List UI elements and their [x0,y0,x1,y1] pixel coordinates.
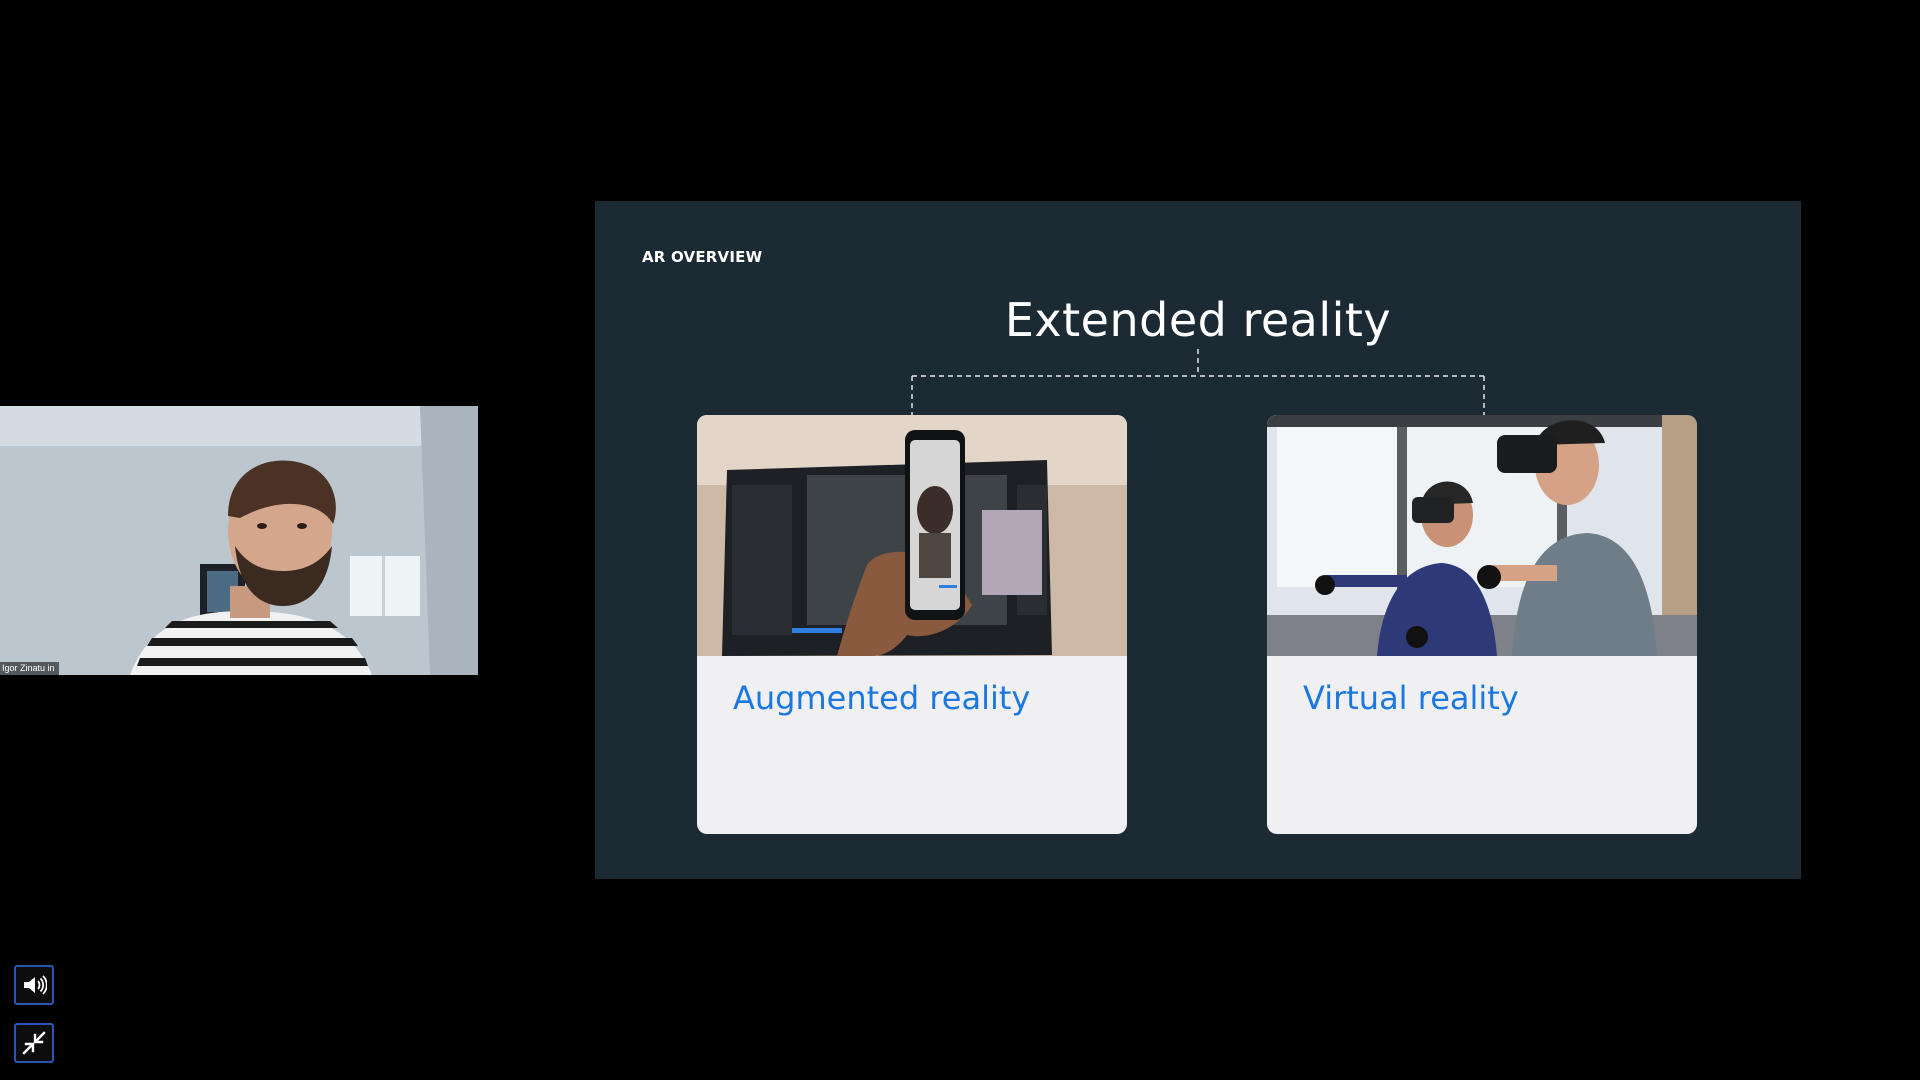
speaker-name-label: Igor Zinatu in [0,662,59,675]
augmented-reality-card: Augmented reality [697,415,1127,834]
augmented-reality-photo [697,415,1127,656]
virtual-reality-card: Virtual reality [1267,415,1697,834]
exit-fullscreen-button[interactable] [14,1023,54,1063]
speaker-volume-icon [24,975,47,995]
augmented-reality-label: Augmented reality [733,679,1031,717]
virtual-reality-label: Virtual reality [1303,679,1519,717]
speaker-video-tile[interactable]: Igor Zinatu in [0,406,478,675]
audio-toggle-button[interactable] [14,965,54,1005]
presentation-slide: AR OVERVIEW Extended reality [595,201,1801,879]
slide-kicker: AR OVERVIEW [642,248,763,266]
virtual-reality-photo [1267,415,1697,656]
slide-title: Extended reality [1004,293,1392,347]
speaker-video-frame [0,406,478,675]
shrink-arrows-icon [22,1031,46,1055]
